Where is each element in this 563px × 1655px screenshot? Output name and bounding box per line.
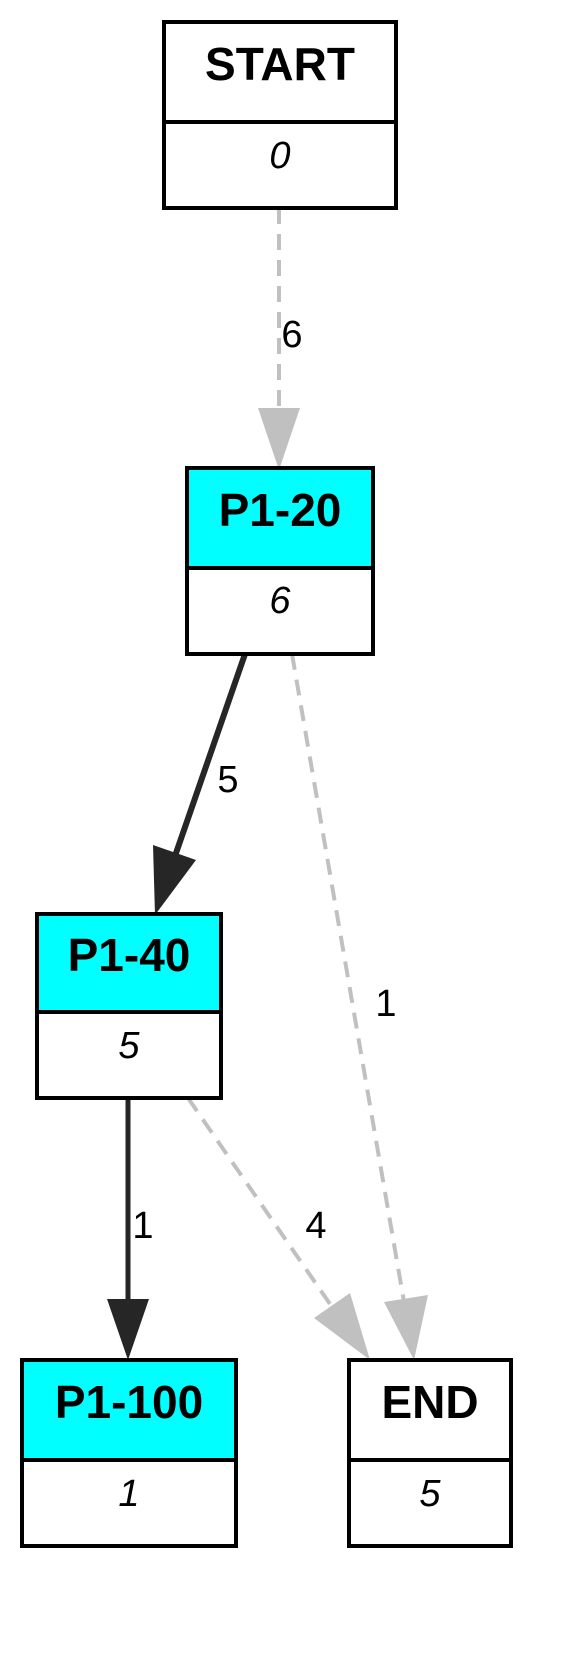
node-title: P1-40 (68, 929, 191, 981)
node-count-cell (187, 568, 373, 654)
node-count-cell (37, 1012, 221, 1098)
node-p1-40[interactable]: P1-40 5 (35, 912, 223, 1100)
node-count: 0 (269, 135, 290, 177)
node-title: START (205, 38, 355, 90)
node-count: 5 (419, 1473, 441, 1515)
edge-label: 6 (281, 314, 302, 356)
node-count: 6 (269, 580, 291, 622)
arrowhead (153, 845, 196, 915)
edge-p1-40-to-end: 4 (186, 1096, 370, 1360)
node-count-cell (349, 1460, 511, 1546)
edge-label: 5 (217, 759, 238, 801)
node-title-cell (22, 1360, 236, 1460)
edge-label: 1 (132, 1205, 153, 1247)
node-title: P1-20 (219, 484, 342, 536)
edge-start-to-p1-20: 6 (258, 208, 303, 470)
edge-p1-20-to-end: 1 (290, 653, 428, 1360)
node-title-cell (164, 22, 396, 122)
node-count-cell (164, 122, 396, 208)
arrowhead (384, 1295, 428, 1360)
node-count: 5 (118, 1025, 140, 1067)
arrowhead (258, 408, 300, 470)
node-end[interactable]: END 5 (347, 1358, 513, 1548)
node-title: P1-100 (55, 1376, 203, 1428)
node-p1-20[interactable]: P1-20 6 (185, 466, 375, 656)
arrowhead (107, 1299, 149, 1360)
edge-label: 4 (305, 1205, 326, 1247)
edge-p1-20-to-p1-40: 5 (153, 653, 248, 915)
node-title: END (381, 1376, 478, 1428)
node-p1-100[interactable]: P1-100 1 (20, 1358, 238, 1548)
node-count-cell (22, 1460, 236, 1546)
edge-p1-40-to-p1-100: 1 (107, 1098, 154, 1360)
node-title-cell (349, 1360, 511, 1460)
node-count: 1 (118, 1473, 139, 1515)
node-title-cell (37, 914, 221, 1012)
arrowhead (314, 1293, 370, 1360)
node-title-cell (187, 468, 373, 568)
edge-label: 1 (375, 983, 396, 1025)
node-start[interactable]: START 0 (162, 20, 398, 210)
